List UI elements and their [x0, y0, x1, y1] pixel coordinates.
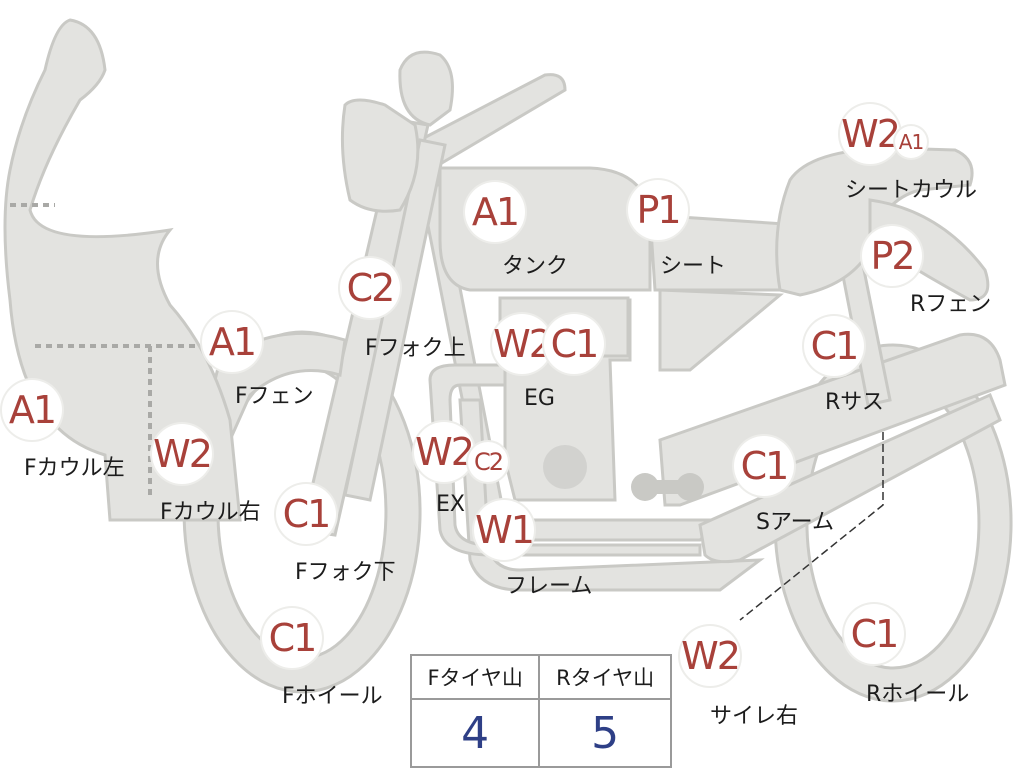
label-rwheel: Rホイール: [866, 682, 970, 707]
rear-tire-header: Rタイヤ山: [538, 654, 672, 700]
badge-rfender: P2: [862, 226, 922, 286]
badge-fcowl-left: A1: [2, 380, 62, 440]
badge-fwheel: C1: [262, 608, 322, 668]
badge-seatcowl-w2: W2: [840, 104, 901, 164]
handlebar-part: [418, 73, 567, 173]
label-rfender: Rフェン: [910, 292, 992, 317]
footpeg-knob2-part: [676, 473, 704, 501]
badge-ex-c2: C2: [468, 442, 508, 482]
badge-ffender: A1: [202, 312, 262, 372]
badge-rwheel: C1: [844, 604, 904, 664]
badge-frame: W1: [474, 500, 535, 560]
silencer-part: [698, 392, 1002, 564]
front-tire-header: Fタイヤ山: [409, 654, 541, 700]
front-fork-part: [300, 118, 430, 537]
mirror-part: [398, 50, 454, 127]
badge-fcowl-right: W2: [152, 424, 213, 484]
side-cover-part: [658, 288, 784, 372]
label-eg: EG: [524, 386, 555, 411]
badge-tank: A1: [465, 182, 525, 242]
badge-ex-w2: W2: [414, 422, 475, 482]
label-frame: フレーム: [505, 574, 593, 599]
badge-seatcowl-a1: A1: [895, 126, 927, 158]
tire-table-header-row: Fタイヤ山 Rタイヤ山: [409, 654, 672, 700]
exhaust-part: [428, 363, 702, 557]
badge-ffork-lower: C1: [276, 484, 336, 544]
badge-eg-w2: W2: [492, 314, 553, 374]
front-cowl-part: [3, 18, 242, 522]
silencer-leader-line: [739, 432, 884, 621]
label-seat: シート: [660, 254, 727, 279]
badge-seat: P1: [628, 180, 688, 240]
badge-rsus: C1: [804, 316, 864, 376]
label-swingarm: Sアーム: [756, 510, 834, 535]
label-fcowl-left: Fカウル左: [24, 456, 125, 481]
front-tire-value: 4: [409, 698, 541, 768]
badge-eg-c1: C1: [544, 314, 604, 374]
label-tank: タンク: [502, 254, 569, 279]
label-ffork-upper: Fフォク上: [365, 336, 466, 361]
tire-table-value-row: 4 5: [409, 698, 672, 768]
label-ffender: Fフェン: [235, 384, 314, 409]
badge-swingarm: C1: [734, 436, 794, 496]
badge-muffler-right: W2: [680, 626, 741, 686]
badge-ffork-upper: C2: [340, 258, 400, 318]
label-seatcowl: シートカウル: [845, 178, 978, 203]
front-fork-right-part: [343, 138, 447, 502]
label-fwheel: Fホイール: [282, 684, 383, 709]
headlight-part: [340, 98, 420, 213]
footpeg-knob-part: [631, 473, 659, 501]
label-ex: EX: [436, 492, 465, 517]
tire-tread-table: Fタイヤ山 Rタイヤ山 4 5: [409, 654, 672, 768]
label-ffork-lower: Fフォク下: [295, 560, 396, 585]
label-rsus: Rサス: [825, 390, 884, 415]
engine-cover-part: [543, 445, 587, 489]
rear-tire-value: 5: [538, 698, 672, 768]
label-fcowl-right: Fカウル右: [160, 500, 261, 525]
label-muffler-right: サイレ右: [710, 704, 799, 729]
